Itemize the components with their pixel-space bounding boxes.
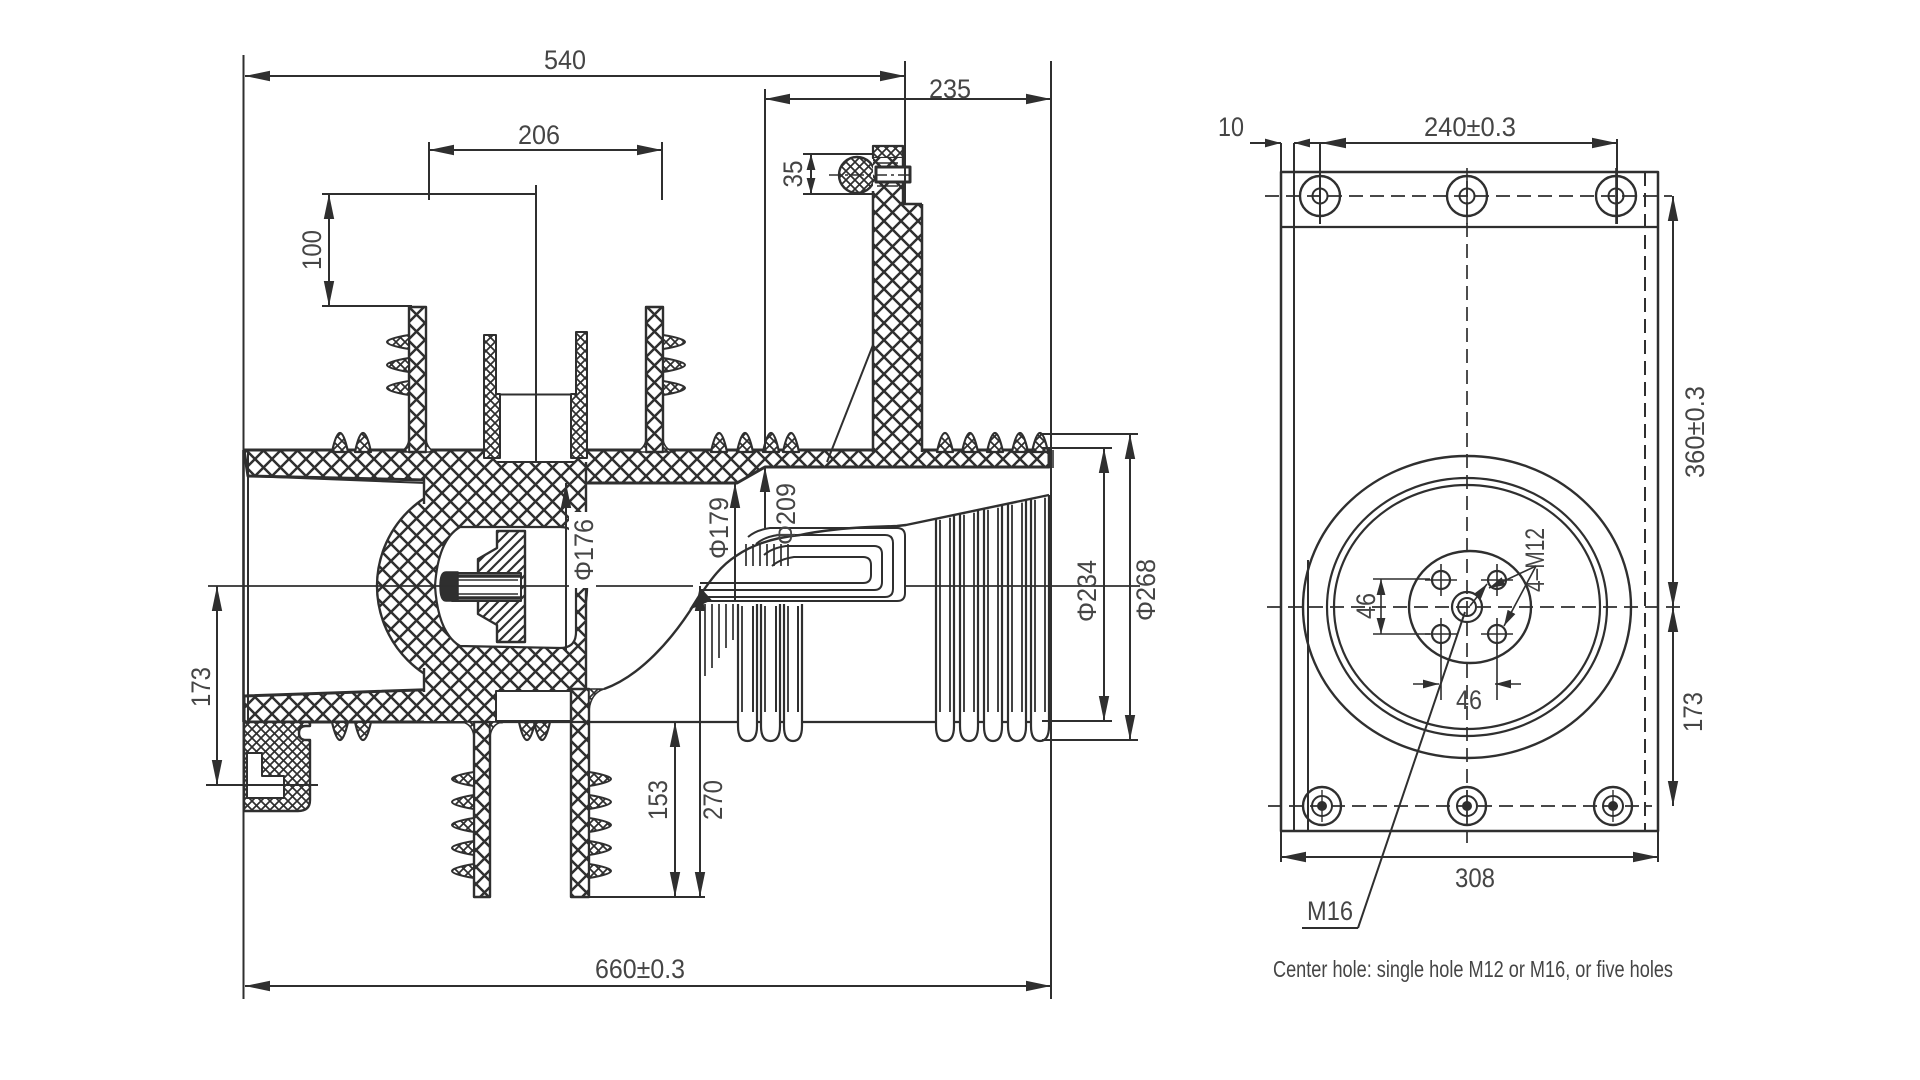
svg-text:M16: M16 xyxy=(1307,896,1353,926)
svg-text:10: 10 xyxy=(1218,112,1244,142)
svg-text:360±0.3: 360±0.3 xyxy=(1680,386,1710,478)
svg-text:206: 206 xyxy=(518,120,560,150)
svg-text:4–M12: 4–M12 xyxy=(1520,528,1550,592)
svg-text:100: 100 xyxy=(297,230,327,270)
svg-text:35: 35 xyxy=(778,161,808,188)
svg-text:46: 46 xyxy=(1351,593,1381,619)
svg-text:Φ209: Φ209 xyxy=(771,483,801,545)
svg-text:Φ234: Φ234 xyxy=(1072,560,1102,622)
svg-text:173: 173 xyxy=(186,667,216,707)
svg-text:Φ179: Φ179 xyxy=(704,497,734,559)
svg-text:Center hole: single hole M12 o: Center hole: single hole M12 or M16, or … xyxy=(1273,956,1673,982)
svg-text:660±0.3: 660±0.3 xyxy=(595,954,685,984)
svg-text:Φ268: Φ268 xyxy=(1131,559,1161,621)
svg-text:308: 308 xyxy=(1455,863,1495,893)
svg-text:240±0.3: 240±0.3 xyxy=(1424,112,1516,142)
svg-text:173: 173 xyxy=(1678,692,1708,732)
svg-text:235: 235 xyxy=(929,74,971,104)
svg-text:46: 46 xyxy=(1456,685,1482,715)
svg-text:270: 270 xyxy=(698,780,728,820)
svg-text:540: 540 xyxy=(544,45,586,75)
svg-text:153: 153 xyxy=(643,780,673,820)
svg-text:Φ176: Φ176 xyxy=(569,519,599,581)
